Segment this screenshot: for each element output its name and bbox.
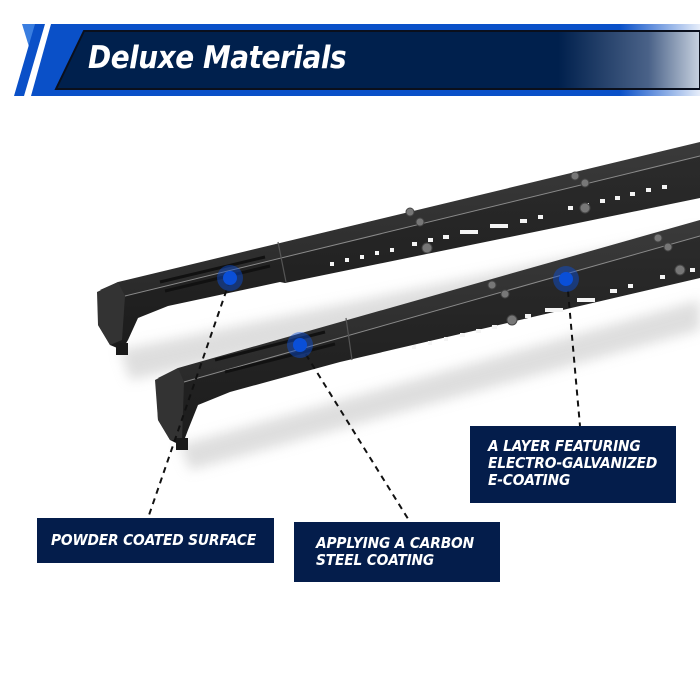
marker-dot-galv [553,266,579,292]
page-title: Deluxe Materials [88,40,347,76]
stripe-icon [14,24,45,96]
header-banner: Deluxe Materials [0,0,700,110]
callout-carbon-steel: APPLYING A CARBON STEEL COATING [294,522,500,582]
callout-powder-coated: POWDER COATED SURFACE [37,518,274,563]
callout-text-line: APPLYING A CARBON [316,534,474,552]
callout-text-line: ELECTRO-GALVANIZED [488,454,658,472]
crossbar-rear [97,142,700,355]
marker-dot-carbon [287,332,313,358]
callout-text-line: E-COATING [488,471,571,489]
callout-text-line: A LAYER FEATURING [488,437,641,455]
callout-text-line: STEEL COATING [316,551,435,569]
callout-electro-galvanized: A LAYER FEATURING ELECTRO-GALVANIZED E-C… [470,426,676,503]
leader-line-powder [147,279,231,519]
leader-line-carbon [299,344,411,523]
marker-dot-powder [217,265,243,291]
leader-line-galv [566,279,581,427]
callout-text-line: POWDER COATED SURFACE [51,531,257,549]
banner-graphic [14,24,700,96]
